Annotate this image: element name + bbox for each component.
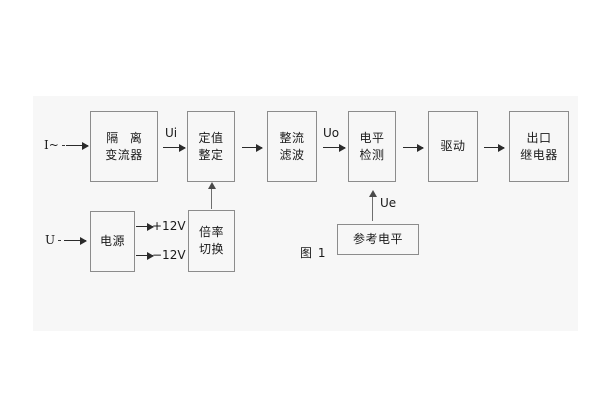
block-level-detect-line2: 检测 xyxy=(359,147,385,162)
arrow-current-to-isolation xyxy=(66,141,89,150)
power-rail-label-positive: +12V xyxy=(152,219,186,233)
signal-label-ue: Ue xyxy=(380,196,397,210)
block-rectify-filter[interactable]: 整流 滤波 xyxy=(267,111,317,182)
block-drive[interactable]: 驱动 xyxy=(428,111,478,182)
figure-caption: 图 1 xyxy=(300,246,327,260)
arrow-isolation-to-setting xyxy=(163,143,186,152)
arrow-voltage-to-power-supply xyxy=(64,236,87,245)
arrow-power-negative-rail xyxy=(136,251,154,260)
block-drive-line1: 驱动 xyxy=(440,139,466,153)
arrow-power-positive-rail xyxy=(136,222,154,231)
block-setting-adjust-line1: 定值 xyxy=(198,130,224,145)
input-label-voltage: U xyxy=(45,233,56,247)
arrow-drive-to-output-relay xyxy=(484,143,505,152)
block-setting-adjust-line2: 整定 xyxy=(198,147,224,162)
block-ratio-switch-line2: 切换 xyxy=(198,242,224,256)
signal-label-uo: Uo xyxy=(323,126,340,140)
figure-background-panel xyxy=(33,96,578,331)
block-power-supply[interactable]: 电源 xyxy=(90,211,135,272)
arrow-level-detect-to-drive xyxy=(403,143,424,152)
power-rail-label-negative: −12V xyxy=(152,248,186,262)
signal-label-ui: Ui xyxy=(165,126,178,140)
block-rectify-filter-line2: 滤波 xyxy=(279,147,305,162)
arrow-setting-to-rectify xyxy=(242,143,263,152)
block-output-relay-line2: 继电器 xyxy=(520,147,558,162)
arrow-reference-to-level-detect xyxy=(368,190,377,221)
block-isolation-ct-line1: 隔 离 xyxy=(106,130,146,145)
input-label-current: I~ xyxy=(44,138,59,152)
block-isolation-ct-line2: 变流器 xyxy=(105,147,143,162)
block-ratio-switch[interactable]: 倍率 切换 xyxy=(188,210,235,272)
block-power-supply-line1: 电源 xyxy=(99,234,125,248)
arrow-rectify-to-level-detect xyxy=(323,143,346,152)
block-ratio-switch-line1: 倍率 xyxy=(198,225,224,239)
block-level-detect-line1: 电平 xyxy=(359,130,385,145)
voltage-input-lead xyxy=(58,240,67,241)
block-setting-adjust[interactable]: 定值 整定 xyxy=(187,111,235,182)
block-output-relay-line1: 出口 xyxy=(526,130,552,145)
block-reference-level-line1: 参考电平 xyxy=(352,232,403,246)
block-rectify-filter-line1: 整流 xyxy=(279,130,305,145)
block-reference-level[interactable]: 参考电平 xyxy=(337,224,419,255)
block-output-relay[interactable]: 出口 继电器 xyxy=(509,111,569,182)
block-isolation-ct[interactable]: 隔 离 变流器 xyxy=(90,111,158,182)
block-level-detect[interactable]: 电平 检测 xyxy=(348,111,396,182)
arrow-ratio-switch-to-setting xyxy=(207,182,216,209)
